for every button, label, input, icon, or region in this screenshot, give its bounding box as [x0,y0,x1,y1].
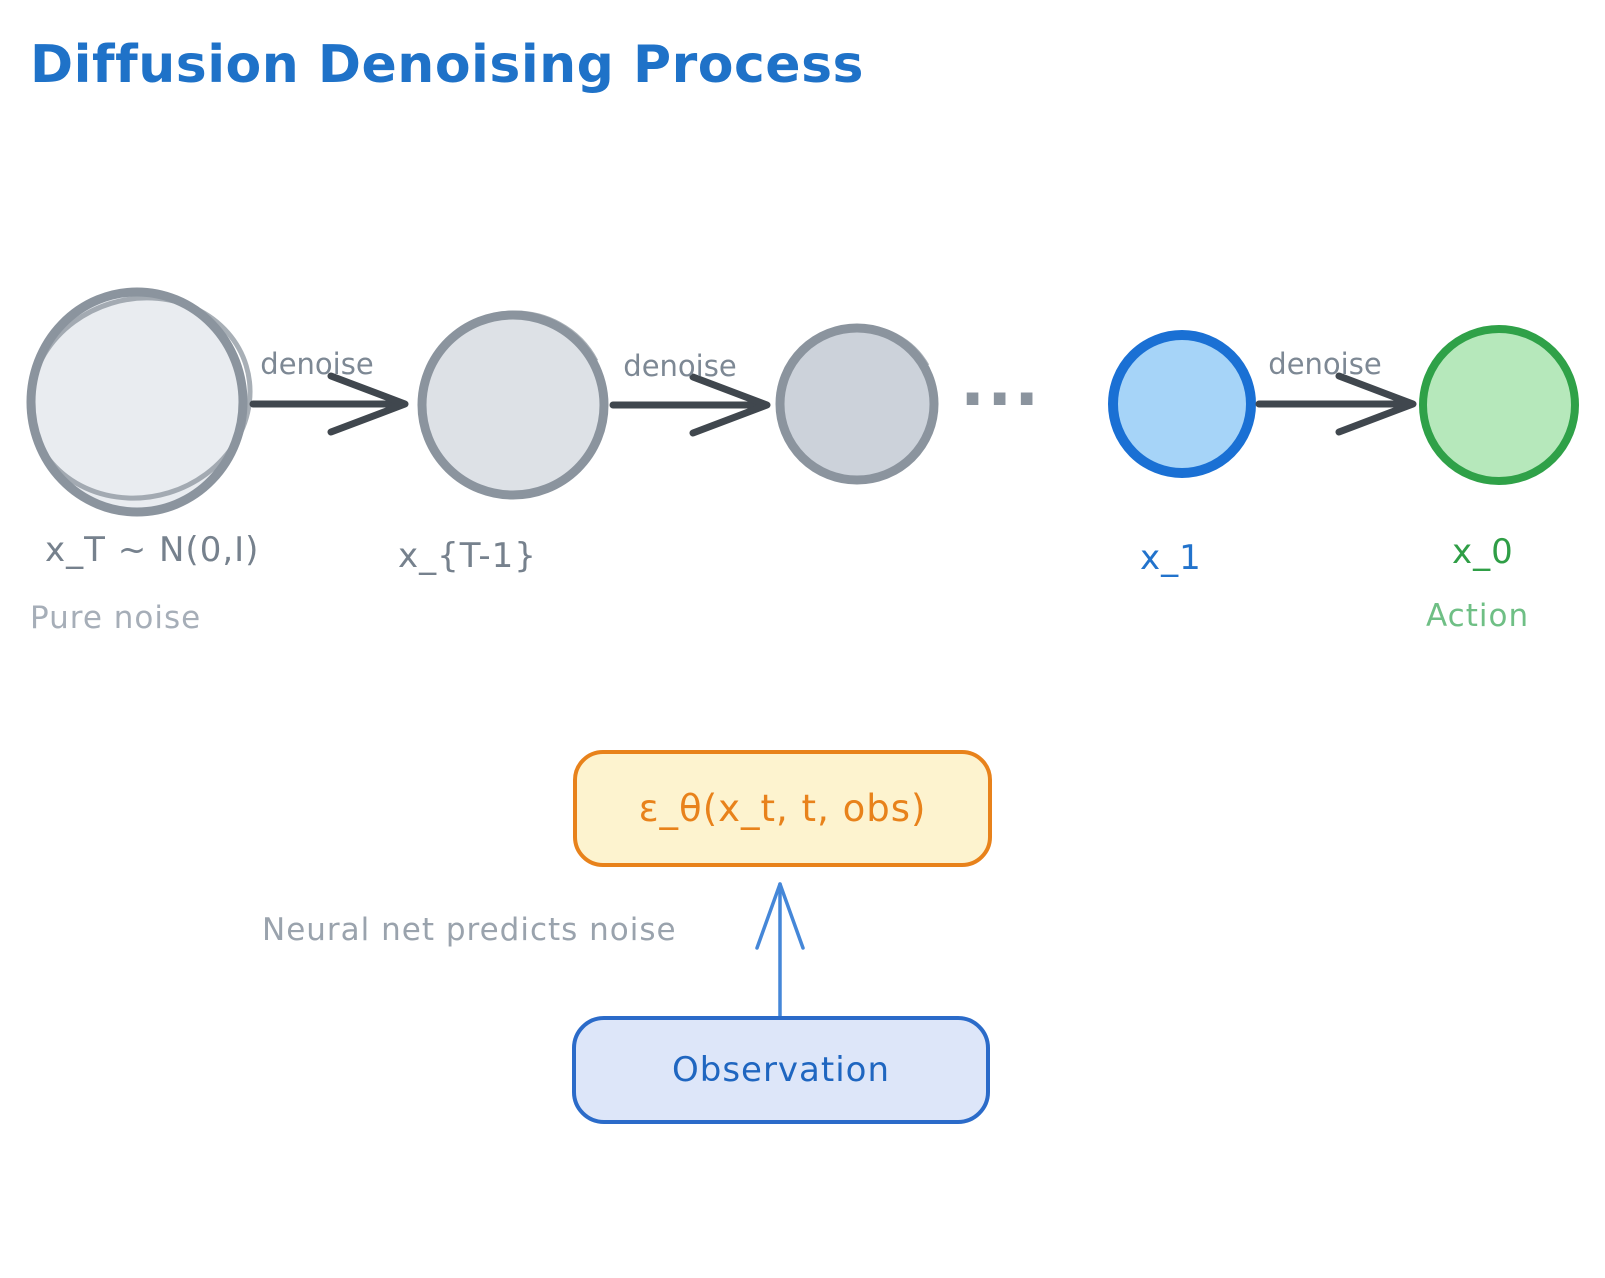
formula-text: ε_θ(x_t, t, obs) [638,787,927,830]
formula-box: ε_θ(x_t, t, obs) [573,750,992,867]
ellipsis-dots: ... [960,344,1042,421]
observation-label: Observation [671,1050,891,1090]
node-x-T-circle-icon [26,287,253,517]
denoise-label-3: denoise [1268,347,1382,381]
denoise-label-1: denoise [260,347,374,381]
node-x-1-circle-icon [1108,330,1256,478]
page-title: Diffusion Denoising Process [30,35,864,95]
label-action: Action [1426,598,1530,634]
denoise-arrow-1 [249,372,409,436]
label-x-T-1: x_{T-1} [398,536,537,576]
caption-neural-net: Neural net predicts noise [262,912,677,948]
denoise-arrow-3 [1255,372,1417,436]
label-x-1: x_1 [1140,538,1202,578]
label-x-0: x_0 [1452,532,1514,572]
node-x-0-circle-icon [1419,325,1579,485]
node-intermediate-circle-icon [775,323,939,485]
node-x-T-1-circle-icon [417,310,609,500]
label-pure-noise: Pure noise [30,600,202,636]
denoise-label-2: denoise [623,349,737,383]
observation-arrow [755,882,805,1018]
denoise-arrow-2 [609,373,771,437]
label-x-T: x_T ~ N(0,I) [45,530,260,570]
observation-box: Observation [572,1016,990,1124]
